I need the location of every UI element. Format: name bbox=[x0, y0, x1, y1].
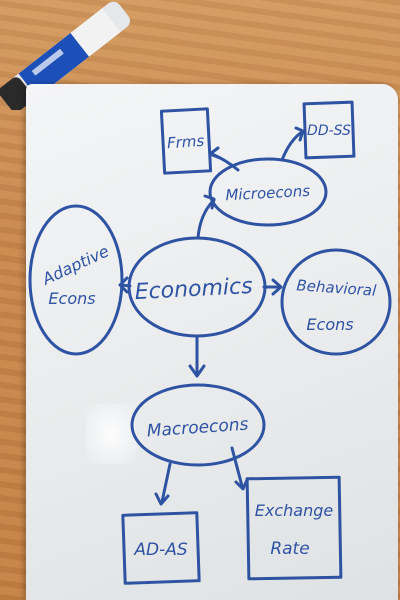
arrow-microecons-to-ddss-head bbox=[294, 126, 305, 142]
exchange-label-line1: Exchange bbox=[255, 501, 334, 520]
arrow-economics-to-macroecons-head bbox=[188, 364, 206, 378]
exchange-label-line2: Rate bbox=[270, 539, 309, 559]
arrow-macroecons-to-exchange-head bbox=[234, 478, 249, 491]
adaptive-label-line2: Econs bbox=[48, 289, 95, 308]
behavioral-label-line2: Econs bbox=[306, 315, 353, 334]
arrow-economics-to-microecons-head bbox=[203, 194, 216, 210]
firms-box bbox=[159, 107, 213, 175]
arrow-economics-to-behavioral-head bbox=[271, 278, 283, 296]
economics-label: Economics bbox=[134, 274, 253, 305]
dd-ss-label: DD-SS bbox=[307, 123, 351, 139]
ad-as-box bbox=[121, 511, 201, 585]
exchange-rate-box bbox=[245, 475, 343, 581]
macroecons-label: Macroecons bbox=[146, 414, 249, 441]
arrow-economics-to-adaptive bbox=[119, 283, 132, 288]
arrow-macroecons-to-exchange bbox=[230, 446, 244, 488]
dd-ss-box bbox=[302, 100, 356, 160]
adaptive-econs-ellipse bbox=[28, 204, 124, 356]
adaptive-label-line1: Adaptive bbox=[39, 241, 113, 289]
microecons-ellipse bbox=[208, 157, 328, 227]
arrow-microecons-to-ddss bbox=[280, 130, 304, 162]
arrow-microecons-to-firms-head bbox=[208, 146, 222, 160]
ad-as-label: AD-AS bbox=[133, 540, 187, 560]
microecons-label: Microecons bbox=[225, 182, 311, 204]
light-glare bbox=[86, 404, 136, 464]
arrow-macroecons-to-adas bbox=[160, 462, 172, 504]
behavioral-econs-ellipse bbox=[280, 248, 392, 356]
arrow-macroecons-to-adas-head bbox=[154, 492, 170, 506]
arrow-economics-to-adaptive-head bbox=[118, 276, 129, 294]
macroecons-ellipse bbox=[130, 383, 266, 467]
firms-label: Frms bbox=[166, 132, 205, 153]
marker-pen bbox=[0, 1, 130, 110]
behavioral-label-line1: Behavioral bbox=[296, 276, 378, 300]
